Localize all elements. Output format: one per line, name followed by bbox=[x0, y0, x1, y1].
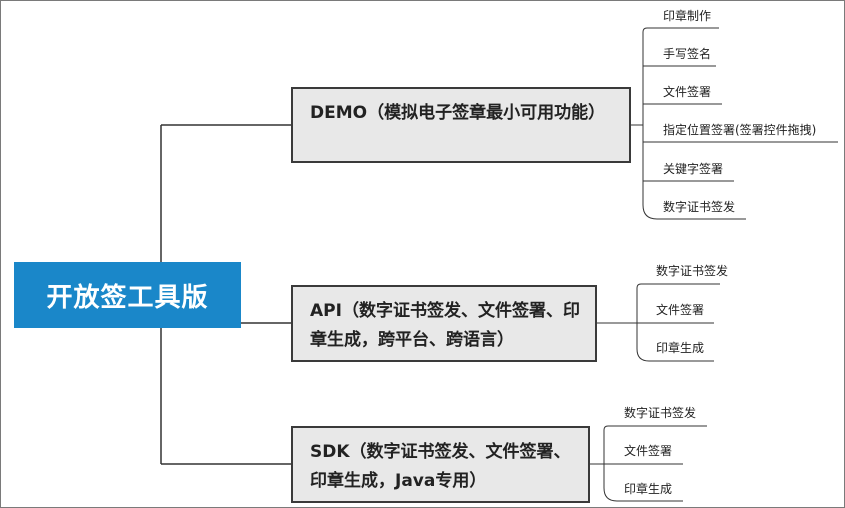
leaf-api-seal-generation: 印章生成 bbox=[656, 341, 705, 355]
leaf-demo-document-signing: 文件签署 bbox=[663, 85, 712, 99]
leaf-sdk-seal-generation: 印章生成 bbox=[624, 482, 673, 496]
leaf-sdk-document-signing: 文件签署 bbox=[624, 444, 673, 458]
leaf-demo-seal-making: 印章制作 bbox=[663, 9, 712, 23]
leaf-demo-position-signing: 指定位置签署(签署控件拖拽) bbox=[663, 123, 817, 137]
branch-api: API（数字证书签发、文件签署、印章生成，跨平台、跨语言） bbox=[291, 285, 597, 362]
branch-demo: DEMO（模拟电子签章最小可用功能） bbox=[291, 87, 631, 163]
branch-sdk: SDK（数字证书签发、文件签署、印章生成，Java专用） bbox=[291, 426, 590, 503]
leaf-api-document-signing: 文件签署 bbox=[656, 303, 705, 317]
leaf-demo-keyword-signing: 关键字签署 bbox=[663, 162, 724, 176]
leaf-api-certificate-issuing: 数字证书签发 bbox=[656, 264, 729, 278]
leaf-demo-handwritten-signature: 手写签名 bbox=[663, 47, 712, 61]
leaf-sdk-certificate-issuing: 数字证书签发 bbox=[624, 406, 697, 420]
leaf-demo-certificate-issuing: 数字证书签发 bbox=[663, 200, 736, 214]
root-node: 开放签工具版 bbox=[14, 262, 241, 328]
